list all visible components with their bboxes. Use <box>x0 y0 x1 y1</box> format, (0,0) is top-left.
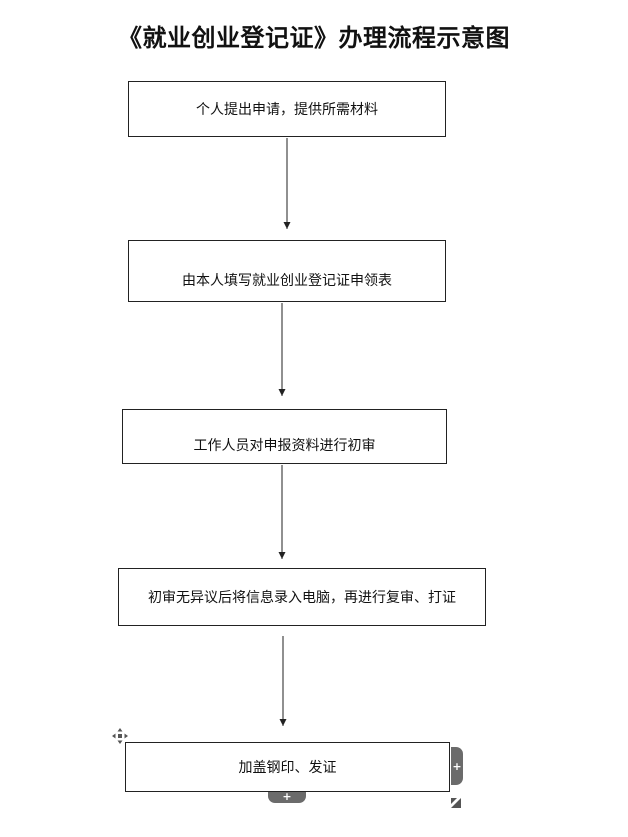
plus-icon: + <box>282 790 292 803</box>
step-5-box[interactable]: 加盖钢印、发证 <box>125 742 450 792</box>
add-shape-right-button[interactable]: + <box>451 747 463 785</box>
step-3-label: 工作人员对申报资料进行初审 <box>193 438 376 454</box>
step-3-box[interactable]: 工作人员对申报资料进行初审 <box>122 409 447 464</box>
step-4-box[interactable]: 初审无异议后将信息录入电脑，再进行复审、打证 <box>118 568 486 626</box>
step-1-box[interactable]: 个人提出申请，提供所需材料 <box>128 81 446 137</box>
step-2-label: 由本人填写就业创业登记证申领表 <box>182 273 392 289</box>
move-handle-icon[interactable] <box>112 728 128 744</box>
step-4-label: 初审无异议后将信息录入电脑，再进行复审、打证 <box>148 590 456 606</box>
step-5-label: 加盖钢印、发证 <box>238 760 337 776</box>
plus-icon: + <box>452 759 462 773</box>
step-2-box[interactable]: 由本人填写就业创业登记证申领表 <box>128 240 446 302</box>
step-1-label: 个人提出申请，提供所需材料 <box>196 102 378 118</box>
resize-handle-icon[interactable] <box>451 793 461 808</box>
add-shape-below-button[interactable]: + <box>268 790 306 803</box>
diagram-title: 《就业创业登记证》办理流程示意图 <box>118 24 510 52</box>
